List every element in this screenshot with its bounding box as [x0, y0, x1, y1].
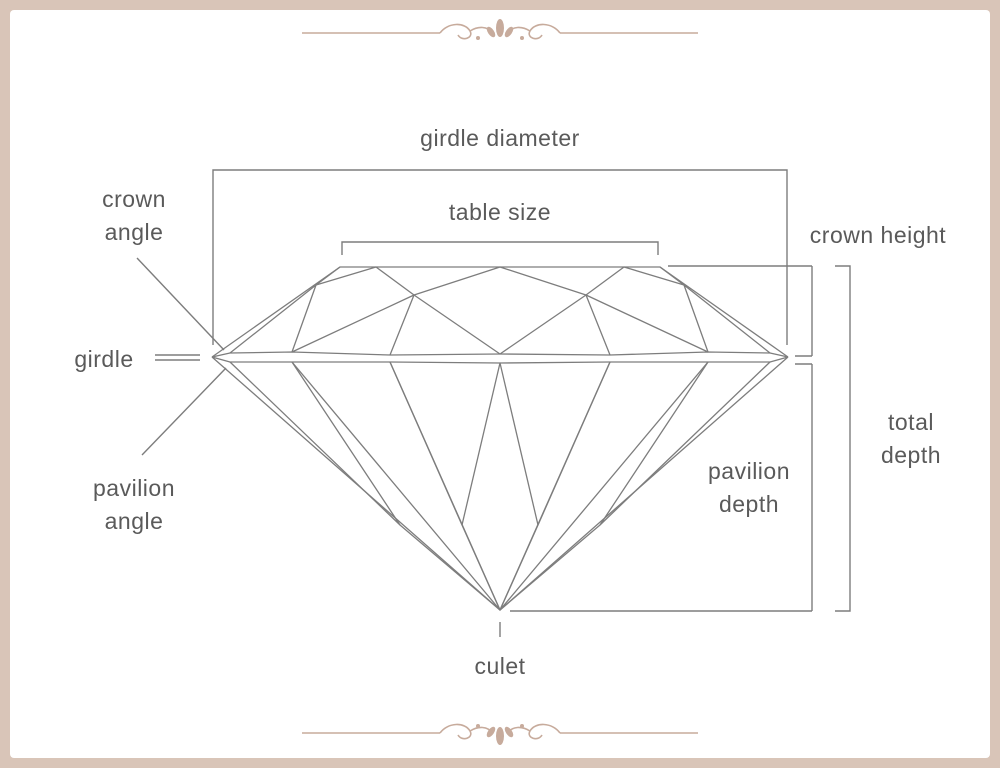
bottom-ornament-icon [302, 723, 698, 745]
pavilion-depth-label-line2: depth [719, 491, 779, 517]
measurement-lines [136, 169, 851, 637]
total-depth-label-line2: depth [881, 442, 941, 468]
crown-height-label: crown height [810, 222, 947, 248]
table-size-bracket [341, 241, 659, 255]
crown-angle-label-line2: angle [105, 219, 164, 245]
table-size-label: table size [449, 199, 551, 225]
total-depth-label-line1: total [888, 409, 934, 435]
pavilion-angle-label-line2: angle [105, 508, 164, 534]
total-depth-bracket [835, 265, 851, 612]
girdle-diameter-bracket [212, 169, 788, 345]
girdle-label: girdle [74, 346, 133, 372]
pavilion-depth-label-line1: pavilion [708, 458, 790, 484]
crown-angle-leader [136, 257, 225, 351]
girdle-diameter-label: girdle diameter [420, 125, 580, 151]
diamond-outline [211, 266, 789, 611]
top-ornament-icon [302, 19, 698, 40]
pavilion-angle-label-line1: pavilion [93, 475, 175, 501]
crown-angle-label-line1: crown [102, 186, 166, 212]
culet-label: culet [474, 653, 525, 679]
pavilion-angle-leader [141, 367, 227, 456]
